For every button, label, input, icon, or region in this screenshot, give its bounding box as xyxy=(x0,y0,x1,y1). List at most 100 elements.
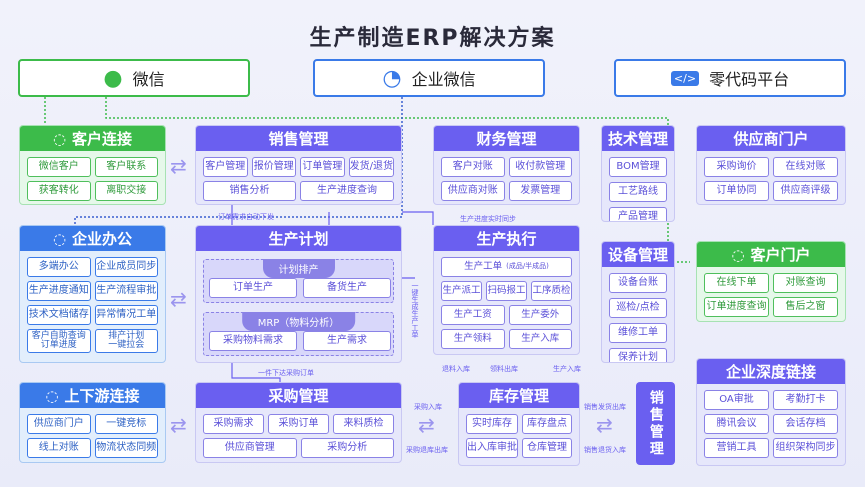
module-item[interactable]: 营销工具 xyxy=(704,438,769,458)
auto-order-label: 订单需求自动下发 xyxy=(218,213,274,221)
module-finance: 财务管理客户对账收付款管理供应商对账发票管理 xyxy=(433,125,580,205)
module-item[interactable]: 客户管理 xyxy=(203,157,248,177)
module-item-label: 企业成员同步 xyxy=(96,260,157,272)
gen-order-label: 一键生成生产工单 xyxy=(411,282,419,338)
module-item[interactable]: 生产领料 xyxy=(441,329,505,349)
module-item-label: 生产进度查询 xyxy=(317,184,378,196)
module-item[interactable]: 异常情况工单 xyxy=(94,305,158,325)
module-item-label: 线上对账 xyxy=(38,441,79,453)
module-item[interactable]: 采购需求 xyxy=(203,414,264,434)
module-item[interactable]: 生产工资 xyxy=(441,305,505,325)
module-item[interactable]: 多端办公 xyxy=(27,257,91,277)
module-title: 生产执行 xyxy=(476,230,537,248)
module-title: 设备管理 xyxy=(607,246,668,264)
execution-note: (成品/半成品) xyxy=(506,262,549,271)
module-item[interactable]: 发货/退货 xyxy=(348,157,394,177)
module-item[interactable]: OA审批 xyxy=(704,390,769,410)
module-item[interactable]: 采购物料需求 xyxy=(209,331,297,351)
module-item[interactable]: 销售分析 xyxy=(203,181,297,201)
module-item-label: 采购需求 xyxy=(213,417,254,429)
module-item[interactable]: 生产委外 xyxy=(508,305,572,325)
module-item[interactable]: 微信客户 xyxy=(27,157,91,177)
module-item-label: 工艺路线 xyxy=(618,185,658,197)
module-item[interactable]: 维修工单 xyxy=(609,323,667,343)
module-item-label: 会话存档 xyxy=(785,417,826,429)
module-item[interactable]: 实时库存 xyxy=(466,414,518,434)
module-item[interactable]: 发票管理 xyxy=(508,181,572,201)
module-item-label: 生产委外 xyxy=(521,309,560,321)
swap-arrow-icon: ⇄ xyxy=(596,413,613,437)
sales-management-vertical: 销售管理 xyxy=(636,382,675,465)
module-item[interactable]: 订单生产 xyxy=(209,278,297,298)
module-item[interactable]: 收付款管理 xyxy=(508,157,572,177)
module-item-label: 供应商门户 xyxy=(33,417,84,429)
module-item-label: 维修工单 xyxy=(618,326,658,338)
module-item-label: 出入库审批 xyxy=(467,441,517,453)
module-item[interactable]: 售后之窗 xyxy=(773,297,838,317)
module-inventory: 库存管理实时库存库存盘点出入库审批仓库管理 xyxy=(458,382,580,466)
module-item[interactable]: 客户自助查询 订单进度 xyxy=(27,329,91,353)
module-item[interactable]: 订单管理 xyxy=(300,157,345,177)
module-item[interactable]: 仓库管理 xyxy=(522,438,572,458)
module-item[interactable]: 供应商评级 xyxy=(773,181,838,201)
module-item[interactable]: 采购询价 xyxy=(704,157,769,177)
module-item[interactable]: 报价管理 xyxy=(251,157,297,177)
module-item-label: 客户自助查询 订单进度 xyxy=(31,330,86,350)
module-item[interactable]: 库存盘点 xyxy=(522,414,572,434)
module-item[interactable]: 巡检/点检 xyxy=(609,298,667,318)
module-item-label: 生产领料 xyxy=(453,333,492,345)
module-item[interactable]: 来料质检 xyxy=(333,414,394,434)
module-item[interactable]: 生产派工 xyxy=(441,281,482,301)
module-item[interactable]: 订单协同 xyxy=(704,181,769,201)
module-header: 库存管理 xyxy=(459,383,579,408)
module-item[interactable]: 物流状态同频 xyxy=(94,438,158,458)
module-item[interactable]: 线上对账 xyxy=(27,438,91,458)
module-item-label: 考勤打卡 xyxy=(785,393,826,405)
module-item[interactable]: 生产需求 xyxy=(303,331,391,351)
module-item[interactable]: 客户联系 xyxy=(94,157,158,177)
module-item[interactable]: 获客转化 xyxy=(27,181,91,201)
module-item[interactable]: 离职交接 xyxy=(94,181,158,201)
module-item[interactable]: 工艺路线 xyxy=(609,182,667,202)
module-title: 上下游连接 xyxy=(64,387,140,405)
module-item[interactable]: 生产进度查询 xyxy=(300,181,394,201)
module-item[interactable]: 采购分析 xyxy=(300,438,394,458)
module-item[interactable]: 出入库审批 xyxy=(466,438,518,458)
module-item[interactable]: 企业成员同步 xyxy=(94,257,158,277)
module-item[interactable]: 保养计划 xyxy=(609,348,667,362)
module-item[interactable]: 生产工单(成品/半成品) xyxy=(441,257,572,277)
module-item[interactable]: 供应商管理 xyxy=(203,438,297,458)
module-item[interactable]: 工序质检 xyxy=(531,281,572,301)
module-item[interactable]: 订单进度查询 xyxy=(704,297,769,317)
module-item[interactable]: 考勤打卡 xyxy=(773,390,838,410)
module-item[interactable]: 会话存档 xyxy=(773,414,838,434)
module-item[interactable]: 对账查询 xyxy=(773,273,838,293)
module-item[interactable]: 供应商对账 xyxy=(441,181,505,201)
module-item[interactable]: 设备台账 xyxy=(609,273,667,293)
module-item-label: 客户管理 xyxy=(205,160,246,172)
module-header: 设备管理 xyxy=(602,242,674,267)
module-item[interactable]: 一键竞标 xyxy=(94,414,158,434)
module-item[interactable]: BOM管理 xyxy=(609,157,667,177)
module-item[interactable]: 扫码报工 xyxy=(486,281,527,301)
module-item-label: 实时库存 xyxy=(472,417,512,429)
module-item[interactable]: 生产进度通知 xyxy=(27,281,91,301)
module-item[interactable]: 生产流程审批 xyxy=(94,281,158,301)
module-item[interactable]: 排产计划 一键拉会 xyxy=(94,329,158,353)
module-item[interactable]: 腾讯会议 xyxy=(704,414,769,434)
module-purchase: 采购管理采购需求采购订单来料质检供应商管理采购分析 xyxy=(195,382,402,463)
module-item[interactable]: 生产入库 xyxy=(508,329,572,349)
module-item[interactable]: 供应商门户 xyxy=(27,414,91,434)
module-item[interactable]: 客户对账 xyxy=(441,157,505,177)
module-item[interactable]: 技术文档储存 xyxy=(27,305,91,325)
module-item-label: 仓库管理 xyxy=(527,441,567,453)
module-item[interactable]: 在线对账 xyxy=(773,157,838,177)
module-item[interactable]: 产品管理 xyxy=(609,207,667,221)
module-item[interactable]: 在线下单 xyxy=(704,273,769,293)
module-item[interactable]: 备货生产 xyxy=(303,278,391,298)
module-title: 库存管理 xyxy=(488,387,549,405)
module-item[interactable]: 组织架构同步 xyxy=(773,438,838,458)
module-item-label: 生产派工 xyxy=(442,285,481,297)
mrp-label: MRP（物料分析） xyxy=(241,312,356,331)
module-item[interactable]: 采购订单 xyxy=(268,414,329,434)
